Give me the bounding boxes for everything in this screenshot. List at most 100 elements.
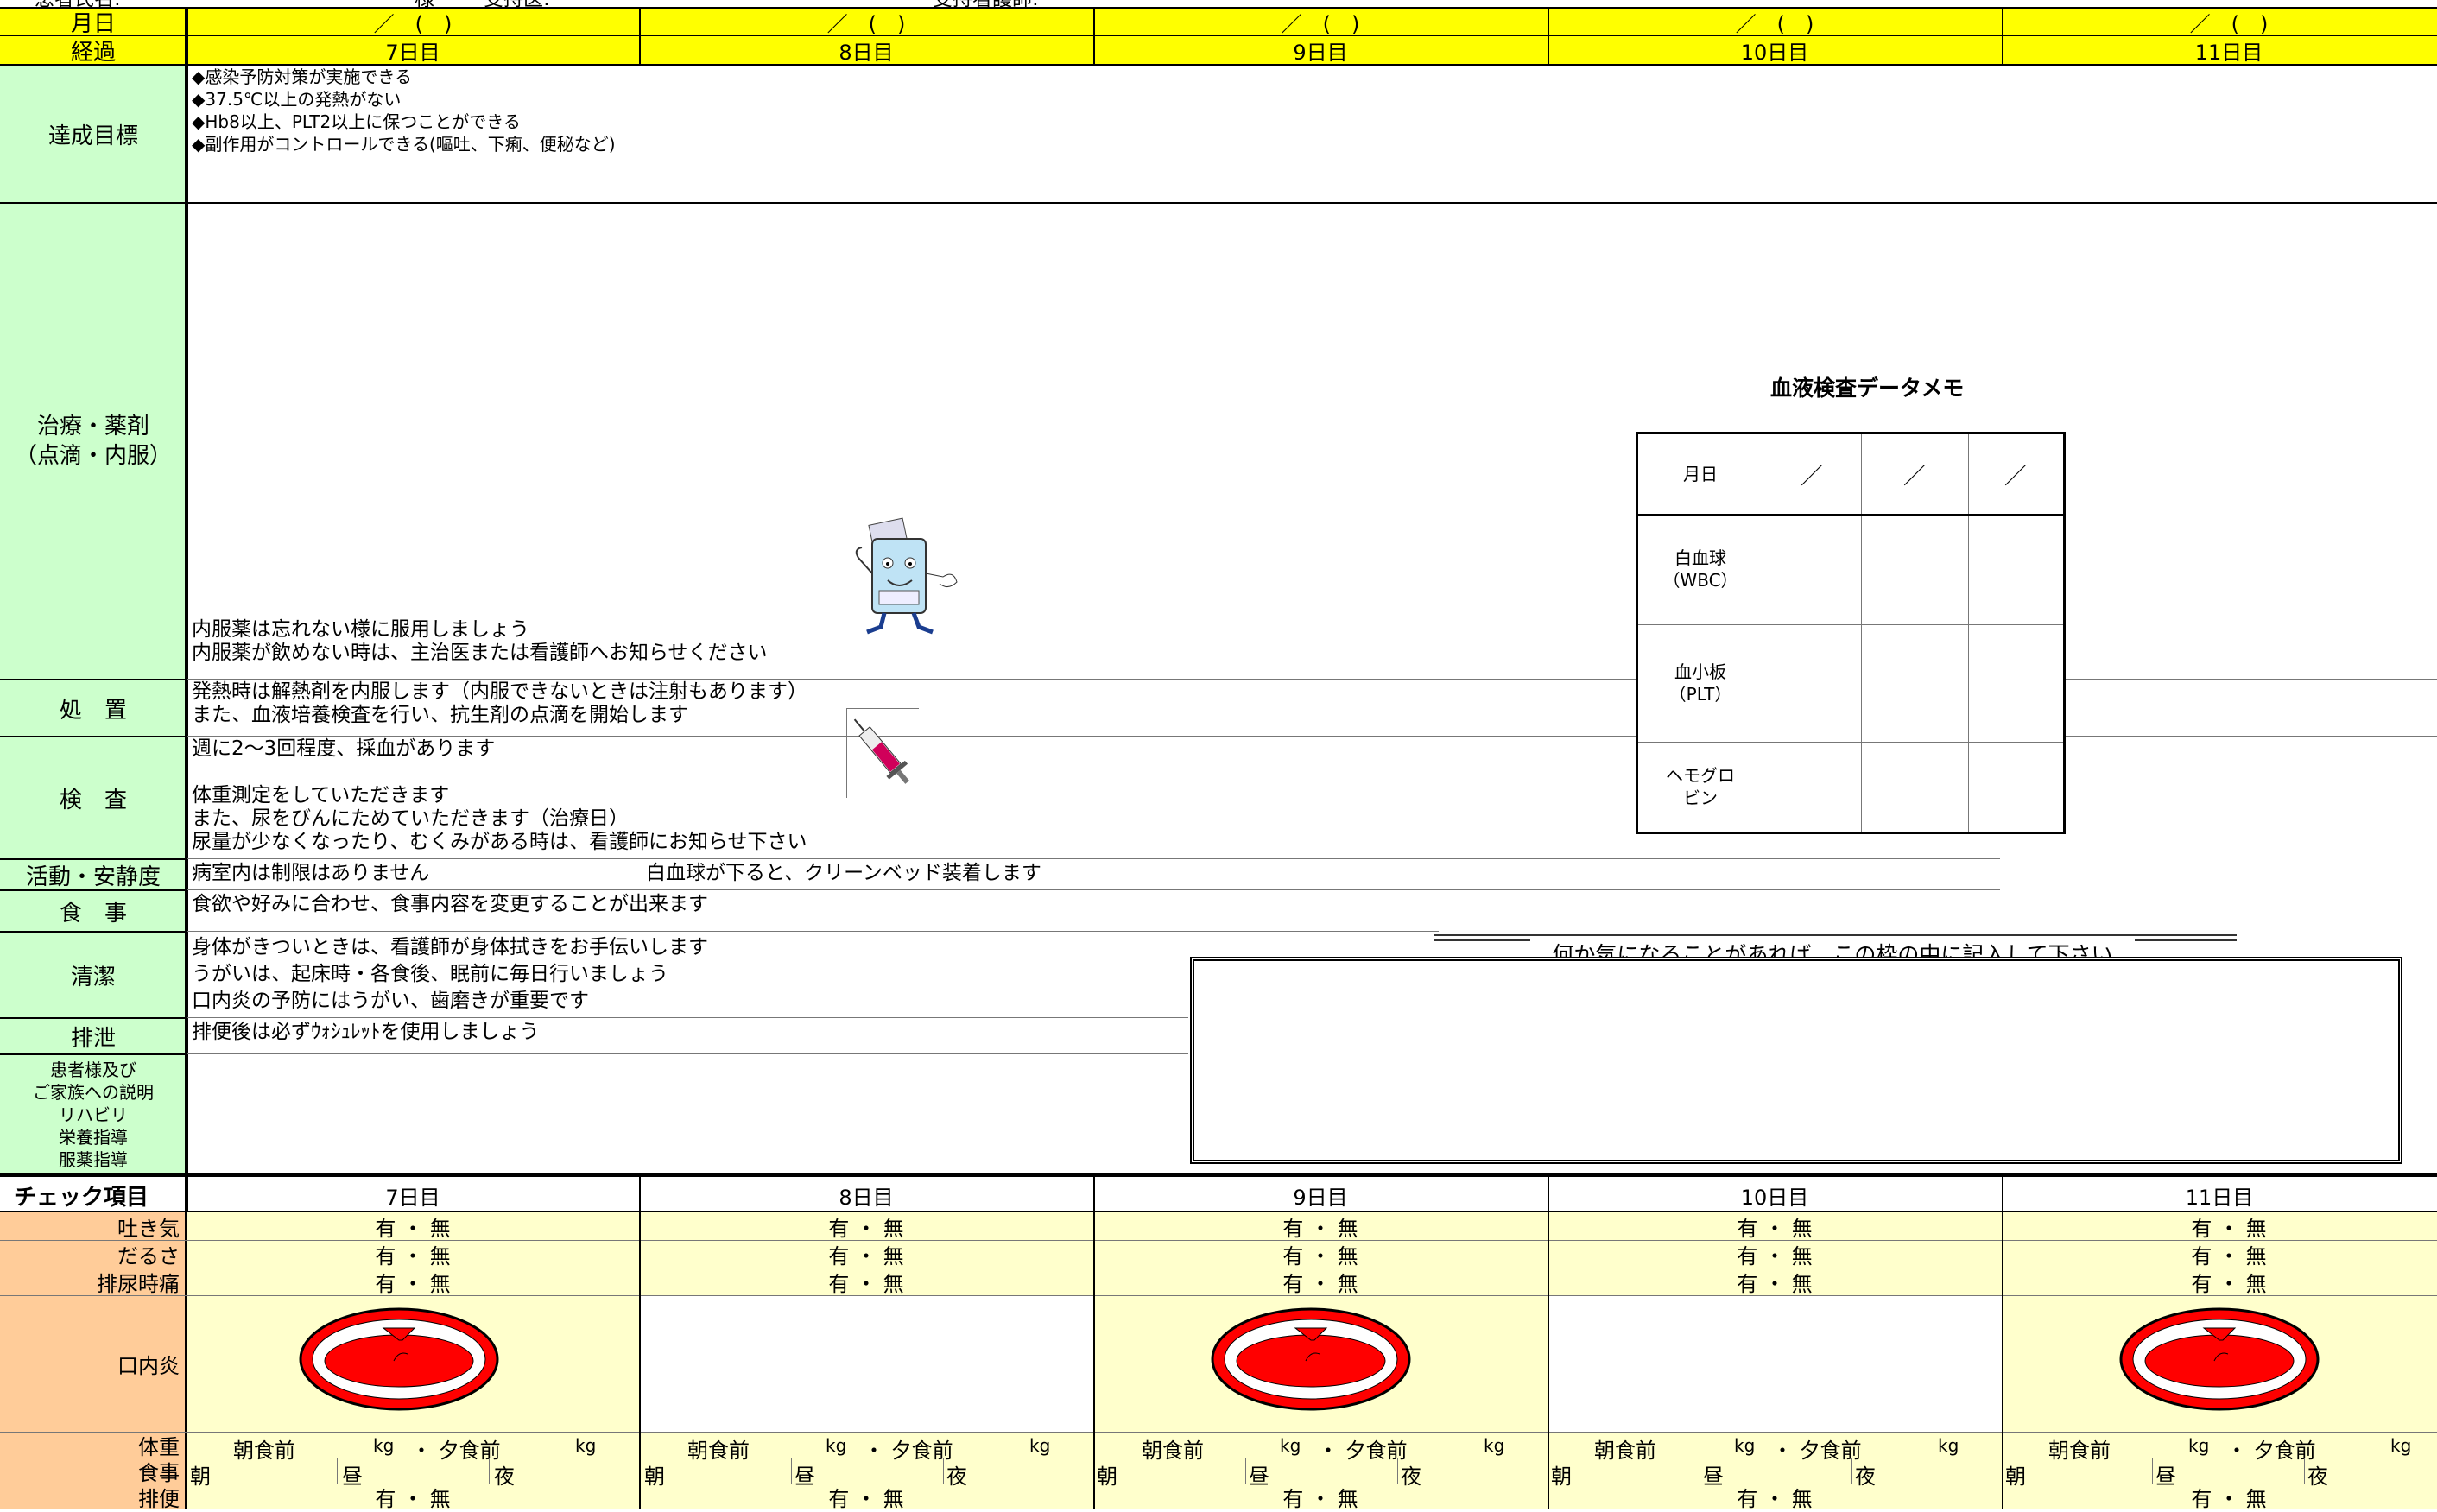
meal-noon-1[interactable]: 昼: [342, 1465, 363, 1489]
bowel-yes-no-5[interactable]: 有 ・ 無: [2191, 1486, 2267, 1511]
note-box[interactable]: [1190, 957, 2402, 1164]
date-col-1[interactable]: ／ ( ): [373, 11, 453, 36]
meal-night-2[interactable]: 夜: [946, 1465, 967, 1489]
dysuria-yes-no-1[interactable]: 有 ・ 無: [375, 1271, 451, 1296]
weight-kg-4b: kg: [1938, 1435, 1959, 1456]
weight-label: 体重: [138, 1434, 180, 1459]
date-col-4[interactable]: ／ ( ): [1735, 11, 1814, 36]
weight-kg-4a: kg: [1734, 1435, 1756, 1456]
weight-breakfast-5: 朝食前: [2048, 1439, 2111, 1463]
day-col-4: 10日目: [1740, 40, 1809, 65]
procedure-line-1: 発熱時は解熱剤を内服します（内服できないときは注射もあります）: [192, 680, 807, 703]
weight-kg-1a: kg: [373, 1435, 395, 1456]
fatigue-yes-no-3[interactable]: 有 ・ 無: [1282, 1243, 1358, 1268]
check-title: チェック項目: [14, 1184, 149, 1211]
meal-morning-5[interactable]: 朝: [2005, 1465, 2026, 1489]
dysuria-yes-no-4[interactable]: 有 ・ 無: [1737, 1271, 1813, 1296]
fatigue-yes-no-1[interactable]: 有 ・ 無: [375, 1243, 451, 1268]
hygiene-text: 身体がきついときは、看護師が身体拭きをお手伝いします うがいは、起床時・各食後、…: [192, 934, 708, 1015]
meal-noon-5[interactable]: 昼: [2155, 1465, 2176, 1489]
bowel-yes-no-2[interactable]: 有 ・ 無: [828, 1486, 904, 1511]
fatigue-label: だるさ: [117, 1243, 180, 1268]
mouth-cell-4: [1548, 1295, 2002, 1432]
exam-line-2: 体重測定をしていただきます: [192, 784, 450, 807]
goal-4: ◆副作用がコントロールできる(嘔吐、下痢、便秘など): [192, 134, 616, 155]
meal-night-1[interactable]: 夜: [494, 1465, 515, 1489]
weight-dinner-3: ・ 夕食前: [1318, 1439, 1408, 1463]
nausea-yes-no-3[interactable]: 有 ・ 無: [1282, 1216, 1358, 1241]
meal-night-4[interactable]: 夜: [1855, 1465, 1876, 1489]
meal-label: 食 事: [59, 900, 127, 927]
nausea-yes-no-5[interactable]: 有 ・ 無: [2191, 1216, 2267, 1241]
bowel-yes-no-4[interactable]: 有 ・ 無: [1737, 1486, 1813, 1511]
goal-1: ◆感染予防対策が実施できる: [192, 66, 412, 87]
dysuria-yes-no-5[interactable]: 有 ・ 無: [2191, 1271, 2267, 1296]
blood-memo-date-3[interactable]: ／: [2003, 463, 2027, 490]
meal-noon-3[interactable]: 昼: [1249, 1465, 1269, 1489]
check-day-2: 8日目: [839, 1185, 894, 1210]
day-col-2: 8日目: [839, 40, 894, 65]
meal-text: 食欲や好みに合わせ、食事内容を変更することが出来ます: [192, 893, 708, 915]
goal-3: ◆Hb8以上、PLT2以上に保つことができる: [192, 111, 521, 132]
goals-text: ◆感染予防対策が実施できる ◆37.5℃以上の発熱がない ◆Hb8以上、PLT2…: [192, 66, 616, 155]
meal-morning-4[interactable]: 朝: [1551, 1465, 1572, 1489]
blood-memo-date-1[interactable]: ／: [1800, 463, 1823, 490]
exam-line-3: また、尿をびんにためていただきます（治療日）: [192, 807, 629, 830]
meal-morning-3[interactable]: 朝: [1097, 1465, 1117, 1489]
weight-kg-3b: kg: [1484, 1435, 1505, 1456]
blood-memo-date-2[interactable]: ／: [1902, 463, 1926, 490]
label-column: [0, 66, 187, 1174]
wbc-label: 白血球 （WBC）: [1662, 547, 1738, 591]
meal-night-3[interactable]: 夜: [1401, 1465, 1421, 1489]
activity-label: 活動・安静度: [25, 864, 161, 890]
weight-kg-1b: kg: [575, 1435, 597, 1456]
treatment-line-2: 内服薬が飲めない時は、主治医または看護師へお知らせください: [192, 642, 768, 664]
bowel-yes-no-3[interactable]: 有 ・ 無: [1282, 1486, 1358, 1511]
bottom-band: [187, 1432, 2437, 1509]
hb-label: ヘモグロ ビン: [1666, 765, 1735, 808]
mouth-icon: [2117, 1306, 2321, 1413]
meal-noon-2[interactable]: 昼: [794, 1465, 815, 1489]
mouth-icon: [1209, 1306, 1413, 1413]
nausea-yes-no-2[interactable]: 有 ・ 無: [828, 1216, 904, 1241]
excretion-label: 排泄: [70, 1025, 116, 1052]
fatigue-yes-no-5[interactable]: 有 ・ 無: [2191, 1243, 2267, 1268]
fatigue-yes-no-2[interactable]: 有 ・ 無: [828, 1243, 904, 1268]
bowel-yes-no-1[interactable]: 有 ・ 無: [375, 1486, 451, 1511]
nausea-yes-no-1[interactable]: 有 ・ 無: [375, 1216, 451, 1241]
elapsed-label: 経過: [70, 39, 116, 66]
stomatitis-label: 口内炎: [117, 1353, 180, 1378]
weight-breakfast-1: 朝食前: [233, 1439, 295, 1463]
date-col-5[interactable]: ／ ( ): [2189, 11, 2269, 36]
goals-label: 達成目標: [47, 123, 138, 149]
weight-breakfast-4: 朝食前: [1594, 1439, 1656, 1463]
meal-noon-4[interactable]: 昼: [1703, 1465, 1724, 1489]
dysuria-yes-no-2[interactable]: 有 ・ 無: [828, 1271, 904, 1296]
nausea-yes-no-4[interactable]: 有 ・ 無: [1737, 1216, 1813, 1241]
plt-label: 血小板 （PLT）: [1668, 661, 1732, 705]
check-day-4: 10日目: [1740, 1185, 1809, 1210]
meal-morning-2[interactable]: 朝: [644, 1465, 665, 1489]
meal-morning-1[interactable]: 朝: [190, 1465, 211, 1489]
fatigue-yes-no-4[interactable]: 有 ・ 無: [1737, 1243, 1813, 1268]
check-label-column: [0, 1212, 185, 1509]
weight-dinner-4: ・ 夕食前: [1772, 1439, 1862, 1463]
weight-kg-5a: kg: [2188, 1435, 2210, 1456]
weight-breakfast-3: 朝食前: [1142, 1439, 1204, 1463]
day-col-3: 9日目: [1293, 40, 1348, 65]
dysuria-yes-no-3[interactable]: 有 ・ 無: [1282, 1271, 1358, 1296]
exam-line-4: 尿量が少なくなったり、むくみがある時は、看護師にお知らせ下さい: [192, 831, 807, 853]
meal-night-5[interactable]: 夜: [2307, 1465, 2328, 1489]
symptom-band: [187, 1212, 2437, 1295]
blood-memo-date-label: 月日: [1683, 464, 1718, 484]
date-col-3[interactable]: ／ ( ): [1281, 11, 1360, 36]
header-band: [0, 9, 2437, 64]
activity-text-1: 病室内は制限はありません: [192, 862, 430, 884]
check-day-5: 11日目: [2185, 1185, 2254, 1210]
weight-dinner-2: ・ 夕食前: [864, 1439, 953, 1463]
date-col-2[interactable]: ／ ( ): [826, 11, 906, 36]
procedure-line-2: また、血液培養検査を行い、抗生剤の点滴を開始します: [192, 704, 688, 726]
weight-kg-2b: kg: [1029, 1435, 1051, 1456]
meal-check-label: 食事: [138, 1460, 180, 1485]
hygiene-line-2: うがいは、起床時・各食後、眠前に毎日行いましょう: [192, 963, 668, 985]
